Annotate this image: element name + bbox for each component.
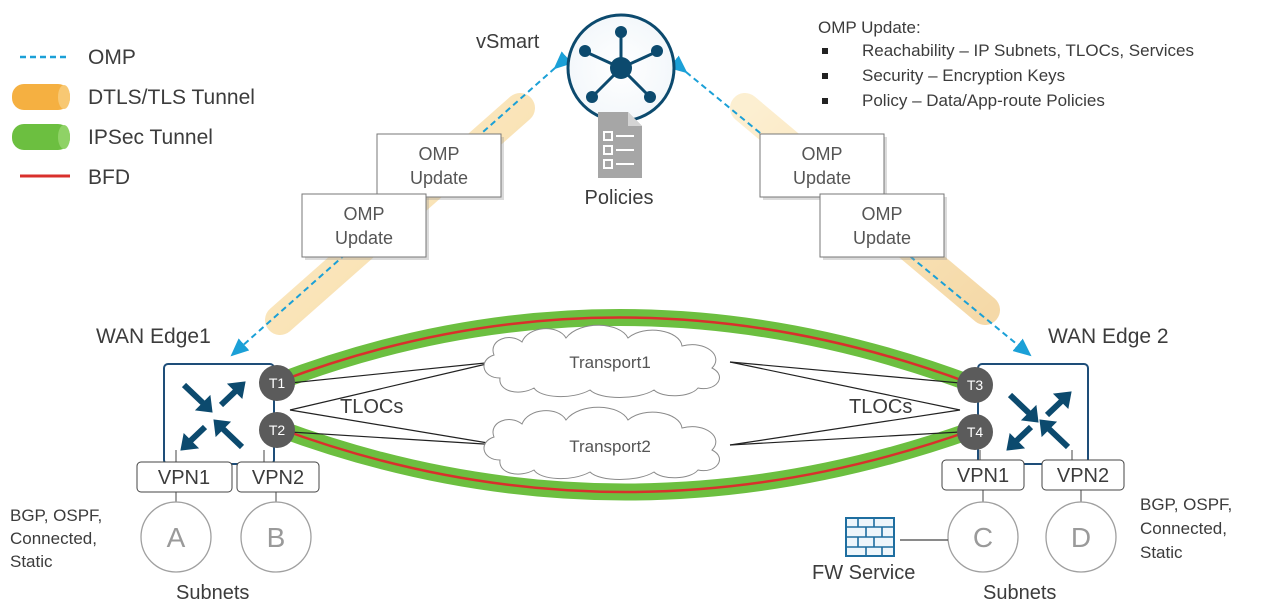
svg-text:Update: Update [335,228,393,248]
router-arrows-icon-left [180,381,246,451]
subnet-a: A [140,501,212,573]
svg-text:Update: Update [793,168,851,188]
svg-text:VPN1: VPN1 [957,465,1009,487]
legend-ipsec-icon [12,124,70,150]
omp-update-box-2: OMP Update [301,193,429,260]
svg-text:Static: Static [10,552,53,571]
legend-omp-label: OMP [88,46,136,69]
router-arrows-icon-right [1006,391,1072,451]
legend-dtls-label: DTLS/TLS Tunnel [88,86,255,109]
fw-service-label: FW Service [812,562,915,584]
legend: OMP DTLS/TLS Tunnel IPSec Tunnel BFD [12,46,255,189]
document-checklist-icon [598,112,642,178]
edge2-subnets-label: Subnets [983,582,1056,604]
svg-text:VPN2: VPN2 [1057,465,1109,487]
edge1-tlocs-label: TLOCs [340,396,403,418]
svg-text:Static: Static [1140,543,1183,562]
legend-bfd-label: BFD [88,166,130,189]
svg-text:OMP: OMP [801,144,842,164]
wan-edge1-label: WAN Edge1 [96,325,211,348]
ipsec-tunnel-bottom [269,419,981,501]
wan-edge2-label: WAN Edge 2 [1048,325,1169,348]
wan-edge1-box [163,363,275,465]
vsmart-label: vSmart [476,31,540,53]
legend-ipsec-label: IPSec Tunnel [88,126,213,149]
svg-text:T2: T2 [269,422,286,438]
omp-update-box-1: OMP Update [376,133,504,200]
tloc-t3 [957,367,993,403]
svg-text:Connected,: Connected, [10,529,97,548]
svg-text:VPN2: VPN2 [252,467,304,489]
svg-text:C: C [973,522,993,553]
svg-text:OMP: OMP [343,204,384,224]
edge2-vpn2: VPN2 [1041,459,1125,491]
svg-text:T3: T3 [967,377,984,393]
legend-dtls-icon [12,84,70,110]
ipsec-tunnel-top [269,309,981,393]
edge2-protocols: BGP, OSPF, Connected, Static [1140,495,1232,562]
edge1-subnets-label: Subnets [176,582,249,604]
edge1-vpn2: VPN2 [236,461,320,493]
update-info: OMP Update: Reachability – IP Subnets, T… [818,18,1194,110]
update-info-bullet-3: Policy – Data/App-route Policies [862,91,1105,110]
edge2-tlocs-label: TLOCs [849,396,912,418]
transport1-label: Transport1 [569,353,651,372]
svg-text:B: B [267,522,286,553]
edge2-vpn1: VPN1 [941,459,1025,491]
transport-links [289,361,961,446]
omp-update-box-3: OMP Update [759,133,887,200]
update-info-title: OMP Update: [818,18,921,37]
bfd-line-bottom [277,426,973,494]
omp-arrow-left [230,51,573,357]
tloc-t4 [957,414,993,450]
subnet-d: D [1045,501,1117,573]
tloc-t2 [259,412,295,448]
svg-text:BGP, OSPF,: BGP, OSPF, [1140,495,1232,514]
omp-update-box-4: OMP Update [819,193,947,260]
tloc-t1 [259,365,295,401]
edge1-protocols: BGP, OSPF, Connected, Static [10,506,102,571]
transport2-label: Transport2 [569,437,651,456]
svg-text:D: D [1071,522,1091,553]
firewall-icon [845,517,895,557]
svg-text:Connected,: Connected, [1140,519,1227,538]
hub-icon [566,13,676,123]
cloud-transport1: Transport1 [483,324,720,398]
subnet-c: C [947,501,1019,573]
edge1-vpn1: VPN1 [136,461,233,493]
update-info-bullet-1: Reachability – IP Subnets, TLOCs, Servic… [862,41,1194,60]
svg-text:BGP, OSPF,: BGP, OSPF, [10,506,102,525]
policies-label: Policies [585,187,654,209]
subnet-b: B [240,501,312,573]
update-info-bullet-2: Security – Encryption Keys [862,66,1065,85]
cloud-transport2: Transport2 [483,406,720,480]
svg-text:OMP: OMP [861,204,902,224]
svg-text:Update: Update [410,168,468,188]
svg-text:OMP: OMP [418,144,459,164]
svg-text:Update: Update [853,228,911,248]
svg-text:VPN1: VPN1 [158,467,210,489]
svg-text:T4: T4 [967,424,984,440]
svg-text:A: A [167,522,186,553]
svg-text:T1: T1 [269,375,286,391]
bfd-line-top [277,316,973,386]
